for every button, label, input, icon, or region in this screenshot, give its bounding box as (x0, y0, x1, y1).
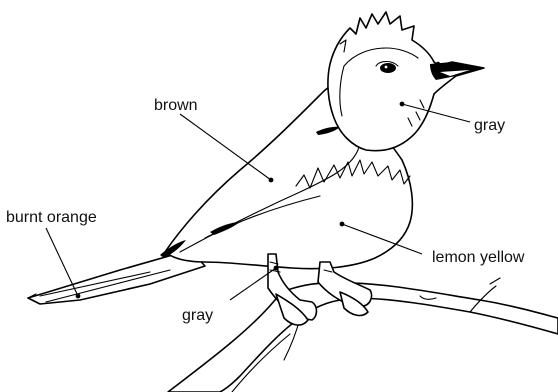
label-text-lemon-yellow: lemon yellow (432, 249, 525, 266)
label-text-gray-head: gray (474, 117, 505, 134)
bird-head (328, 12, 484, 151)
label-text-gray-legs: gray (182, 307, 213, 324)
eye (380, 63, 396, 73)
label-text-brown: brown (154, 97, 198, 114)
label-text-burnt-orange: burnt orange (6, 209, 97, 226)
